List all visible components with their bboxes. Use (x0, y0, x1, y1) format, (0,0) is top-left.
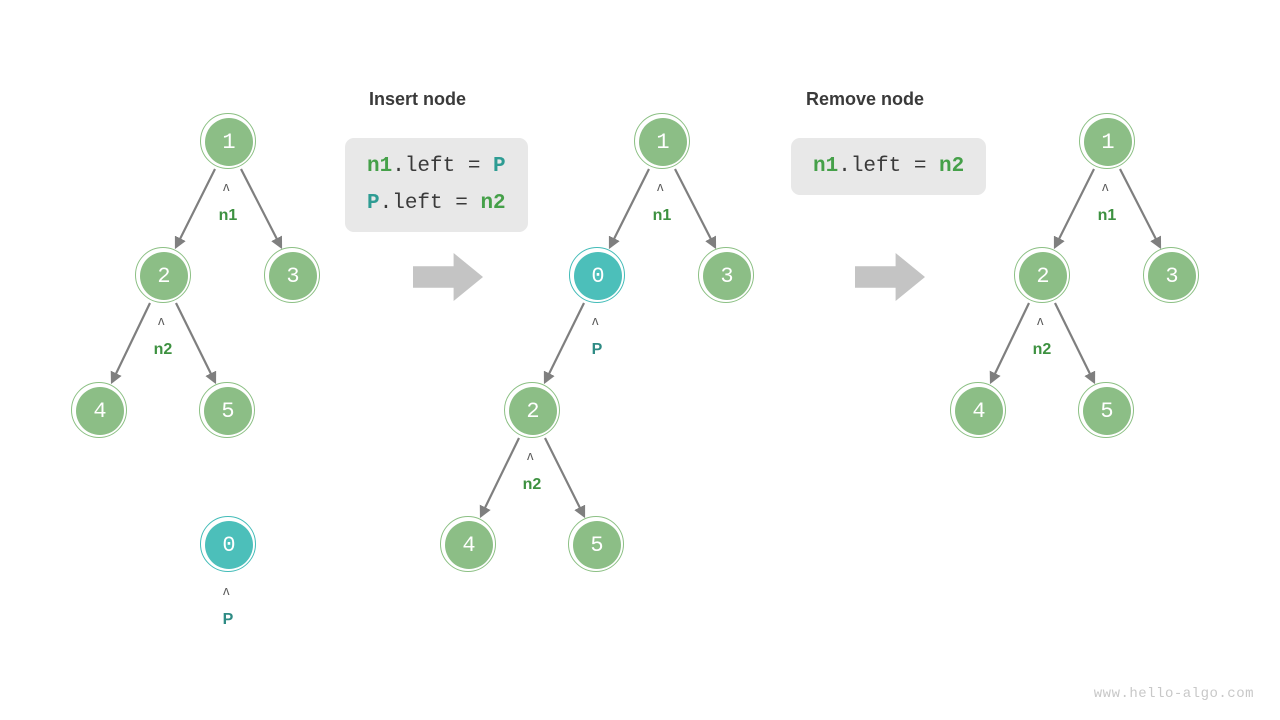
ref-caret-icon: ʌ (1102, 179, 1109, 194)
tree-ref-n1: n1 (652, 207, 672, 224)
tree-node-2: 2 (1014, 247, 1070, 303)
tree-edges-layer (110, 168, 1162, 519)
tree-edge (1054, 302, 1096, 385)
tree-edge (674, 168, 717, 250)
code-token: P (367, 192, 380, 215)
tree-ref-n2: n2 (153, 341, 173, 358)
tree-edge (110, 302, 151, 385)
tree-node-2: 2 (504, 382, 560, 438)
tree-node-1: 1 (200, 113, 256, 169)
transition-arrow-remove (855, 253, 925, 301)
tree-node-4: 4 (71, 382, 127, 438)
tree-edge (544, 437, 586, 519)
tree-node-1: 1 (1079, 113, 1135, 169)
ref-caret-icon: ʌ (527, 448, 534, 463)
tree-edge (175, 302, 217, 385)
tree-node-value: 5 (204, 387, 252, 435)
tree-node-value: 1 (1084, 118, 1132, 166)
code-token: .left = (838, 155, 940, 178)
tree-node-value: 5 (573, 521, 621, 569)
ref-caret-icon: ʌ (1037, 313, 1044, 328)
tree-node-value: 2 (509, 387, 557, 435)
ref-caret-icon: ʌ (158, 313, 165, 328)
tree-node-value: 4 (445, 521, 493, 569)
tree-node-3: 3 (264, 247, 320, 303)
tree-node-value: 0 (205, 521, 253, 569)
tree-ref-p: P (591, 341, 603, 358)
code-token: n2 (939, 155, 965, 178)
transition-arrows-layer (413, 253, 925, 301)
tree-edge (240, 168, 283, 250)
tree-edge (1053, 168, 1095, 250)
tree-node-5: 5 (1078, 382, 1134, 438)
tree-node-0: 0 (200, 516, 256, 572)
code-block-after-remove: n1.left = n2 (791, 138, 987, 195)
tree-node-3: 3 (698, 247, 754, 303)
code-line: n1.left = n2 (813, 148, 964, 185)
tree-node-value: 1 (205, 118, 253, 166)
watermark: www.hello-algo.com (1093, 686, 1254, 702)
tree-node-value: 4 (955, 387, 1003, 435)
tree-node-value: 3 (269, 252, 317, 300)
tree-node-1: 1 (634, 113, 690, 169)
tree-edge (989, 302, 1030, 385)
code-line: n1.left = P (367, 148, 506, 185)
tree-node-4: 4 (440, 516, 496, 572)
tree-ref-p: P (222, 611, 234, 628)
ref-caret-icon: ʌ (657, 179, 664, 194)
tree-ref-n1: n1 (1097, 207, 1117, 224)
code-token: n2 (480, 192, 506, 215)
tree-node-5: 5 (199, 382, 255, 438)
code-token: P (493, 155, 506, 178)
tree-edge (479, 437, 520, 519)
code-token: .left = (392, 155, 494, 178)
tree-node-value: 3 (703, 252, 751, 300)
ref-caret-icon: ʌ (223, 583, 230, 598)
tree-node-value: 2 (1019, 252, 1067, 300)
tree-node-value: 2 (140, 252, 188, 300)
tree-node-value: 3 (1148, 252, 1196, 300)
tree-node-value: 1 (639, 118, 687, 166)
tree-node-0: 0 (569, 247, 625, 303)
code-line: P.left = n2 (367, 185, 506, 222)
tree-ref-n2: n2 (1032, 341, 1052, 358)
tree-node-3: 3 (1143, 247, 1199, 303)
tree-ref-n2: n2 (522, 476, 542, 493)
ref-caret-icon: ʌ (223, 179, 230, 194)
tree-node-4: 4 (950, 382, 1006, 438)
tree-edge (608, 168, 650, 250)
tree-edge (1119, 168, 1162, 250)
tree-edge (174, 168, 216, 250)
tree-edge (543, 302, 585, 385)
tree-node-5: 5 (568, 516, 624, 572)
code-token: n1 (367, 155, 393, 178)
tree-node-value: 4 (76, 387, 124, 435)
tree-node-2: 2 (135, 247, 191, 303)
code-token: n1 (813, 155, 839, 178)
tree-node-value: 5 (1083, 387, 1131, 435)
ref-caret-icon: ʌ (592, 313, 599, 328)
code-token: .left = (379, 192, 481, 215)
tree-node-value: 0 (574, 252, 622, 300)
panel-title-after-remove: Remove node (806, 89, 925, 109)
transition-arrow-insert (413, 253, 483, 301)
panel-title-after-insert: Insert node (369, 89, 467, 109)
tree-ref-n1: n1 (218, 207, 238, 224)
